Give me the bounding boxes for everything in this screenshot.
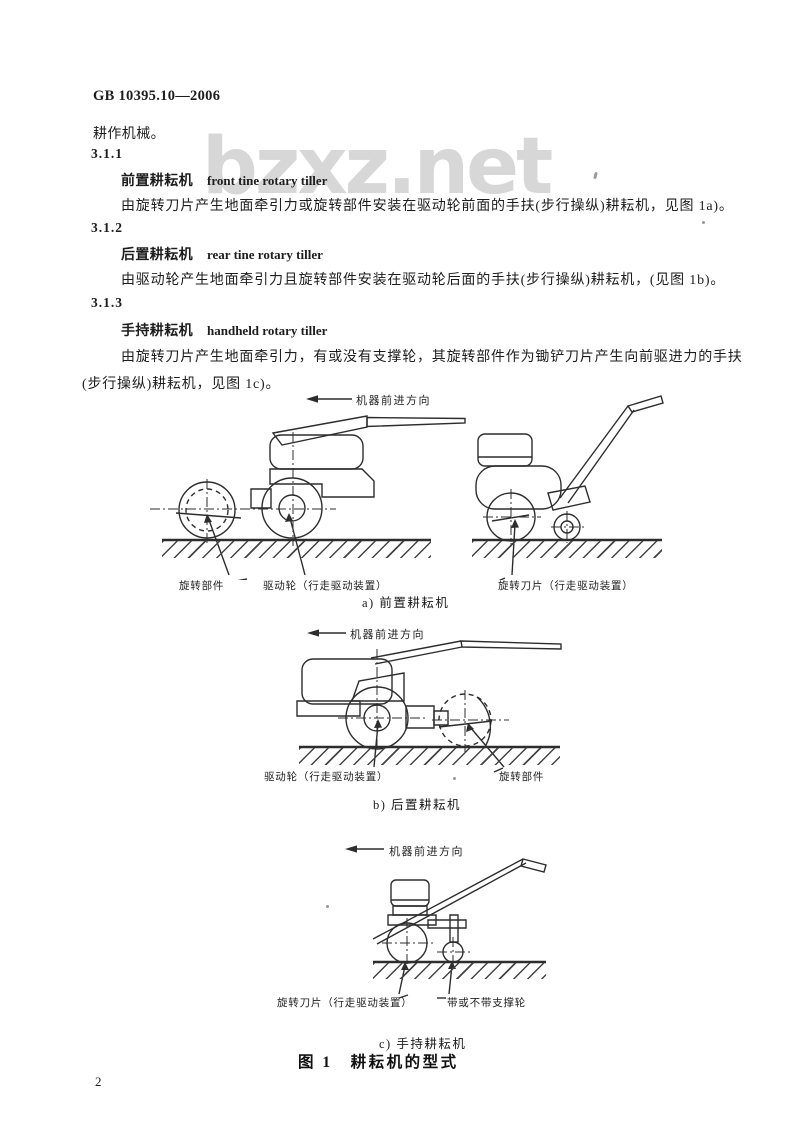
definition-311: 由旋转刀片产生地面牵引力或旋转部件安装在驱动轮前面的手扶(步行操纵)耕耘机，见图… <box>121 199 734 214</box>
term-cn-312: 后置耕耘机 <box>121 248 193 263</box>
scan-speck <box>326 905 329 908</box>
intro-line: 耕作机械。 <box>93 127 165 142</box>
clause-number-312: 3.1.2 <box>91 220 123 235</box>
direction-label-b: 机器前进方向 <box>350 629 425 641</box>
definition-313-line2: (步行操纵)耕耘机，见图 1c)。 <box>82 377 281 392</box>
definition-313-line1: 由旋转刀片产生地面牵引力，有或没有支撑轮，其旋转部件作为锄铲刀片产生向前驱进力的… <box>121 350 743 365</box>
caption-c: c) 手持耕耘机 <box>379 1037 467 1051</box>
figure-c-direction-arrow <box>345 845 384 853</box>
figure-a-direction-arrow <box>306 395 352 403</box>
figure-b-direction-arrow <box>307 629 346 637</box>
term-line-312: 后置耕耘机 rear tine rotary tiller <box>121 244 323 264</box>
label-a-rotary-parts: 旋转部件 <box>179 581 225 592</box>
clause-number-313: 3.1.3 <box>91 295 123 310</box>
term-en-313: handheld rotary tiller <box>207 323 328 338</box>
direction-label-c: 机器前进方向 <box>389 846 464 858</box>
term-cn-311: 前置耕耘机 <box>121 174 193 189</box>
figure-a-diagram <box>140 385 760 580</box>
term-line-311: 前置耕耘机 front tine rotary tiller <box>121 170 327 190</box>
front-tine-tiller-side-view <box>150 416 465 580</box>
label-b-drive-wheel: 驱动轮（行走驱动装置） <box>264 772 389 783</box>
direction-label-a: 机器前进方向 <box>356 395 431 407</box>
page-number: 2 <box>95 1074 102 1089</box>
definition-312: 由驱动轮产生地面牵引力且旋转部件安装在驱动轮后面的手扶(步行操纵)耕耘机，(见图… <box>121 273 726 288</box>
front-tine-tiller-rear-view <box>472 396 663 580</box>
label-c-rotary-blades: 旋转刀片（行走驱动装置） <box>277 998 413 1009</box>
label-c-support-wheel: 带或不带支撑轮 <box>447 998 527 1009</box>
term-cn-313: 手持耕耘机 <box>121 324 193 339</box>
ground-hatch-b <box>299 748 560 765</box>
term-en-311: front tine rotary tiller <box>207 173 328 188</box>
scan-speck <box>702 221 705 224</box>
figure-title: 图 1 耕耘机的型式 <box>298 1054 459 1071</box>
caption-a: a) 前置耕耘机 <box>362 596 450 610</box>
label-b-rotary-parts: 旋转部件 <box>499 772 545 783</box>
scan-speck <box>593 171 598 180</box>
handheld-tiller <box>373 859 546 998</box>
standard-number: GB 10395.10—2006 <box>93 88 221 104</box>
ground-hatch-c <box>373 963 546 979</box>
scan-speck <box>453 777 456 780</box>
term-en-312: rear tine rotary tiller <box>207 247 323 262</box>
caption-b: b) 后置耕耘机 <box>373 798 462 812</box>
label-a-drive-wheel: 驱动轮（行走驱动装置） <box>263 581 388 592</box>
figure-c-diagram <box>345 845 758 1000</box>
ground-hatch-a-right <box>472 541 662 558</box>
watermark: bzxz.net <box>202 122 553 212</box>
ground-hatch-a-left <box>162 541 431 558</box>
term-line-313: 手持耕耘机 handheld rotary tiller <box>121 320 327 340</box>
clause-number-311: 3.1.1 <box>91 146 123 161</box>
label-a-rotary-blades: 旋转刀片（行走驱动装置） <box>498 581 634 592</box>
